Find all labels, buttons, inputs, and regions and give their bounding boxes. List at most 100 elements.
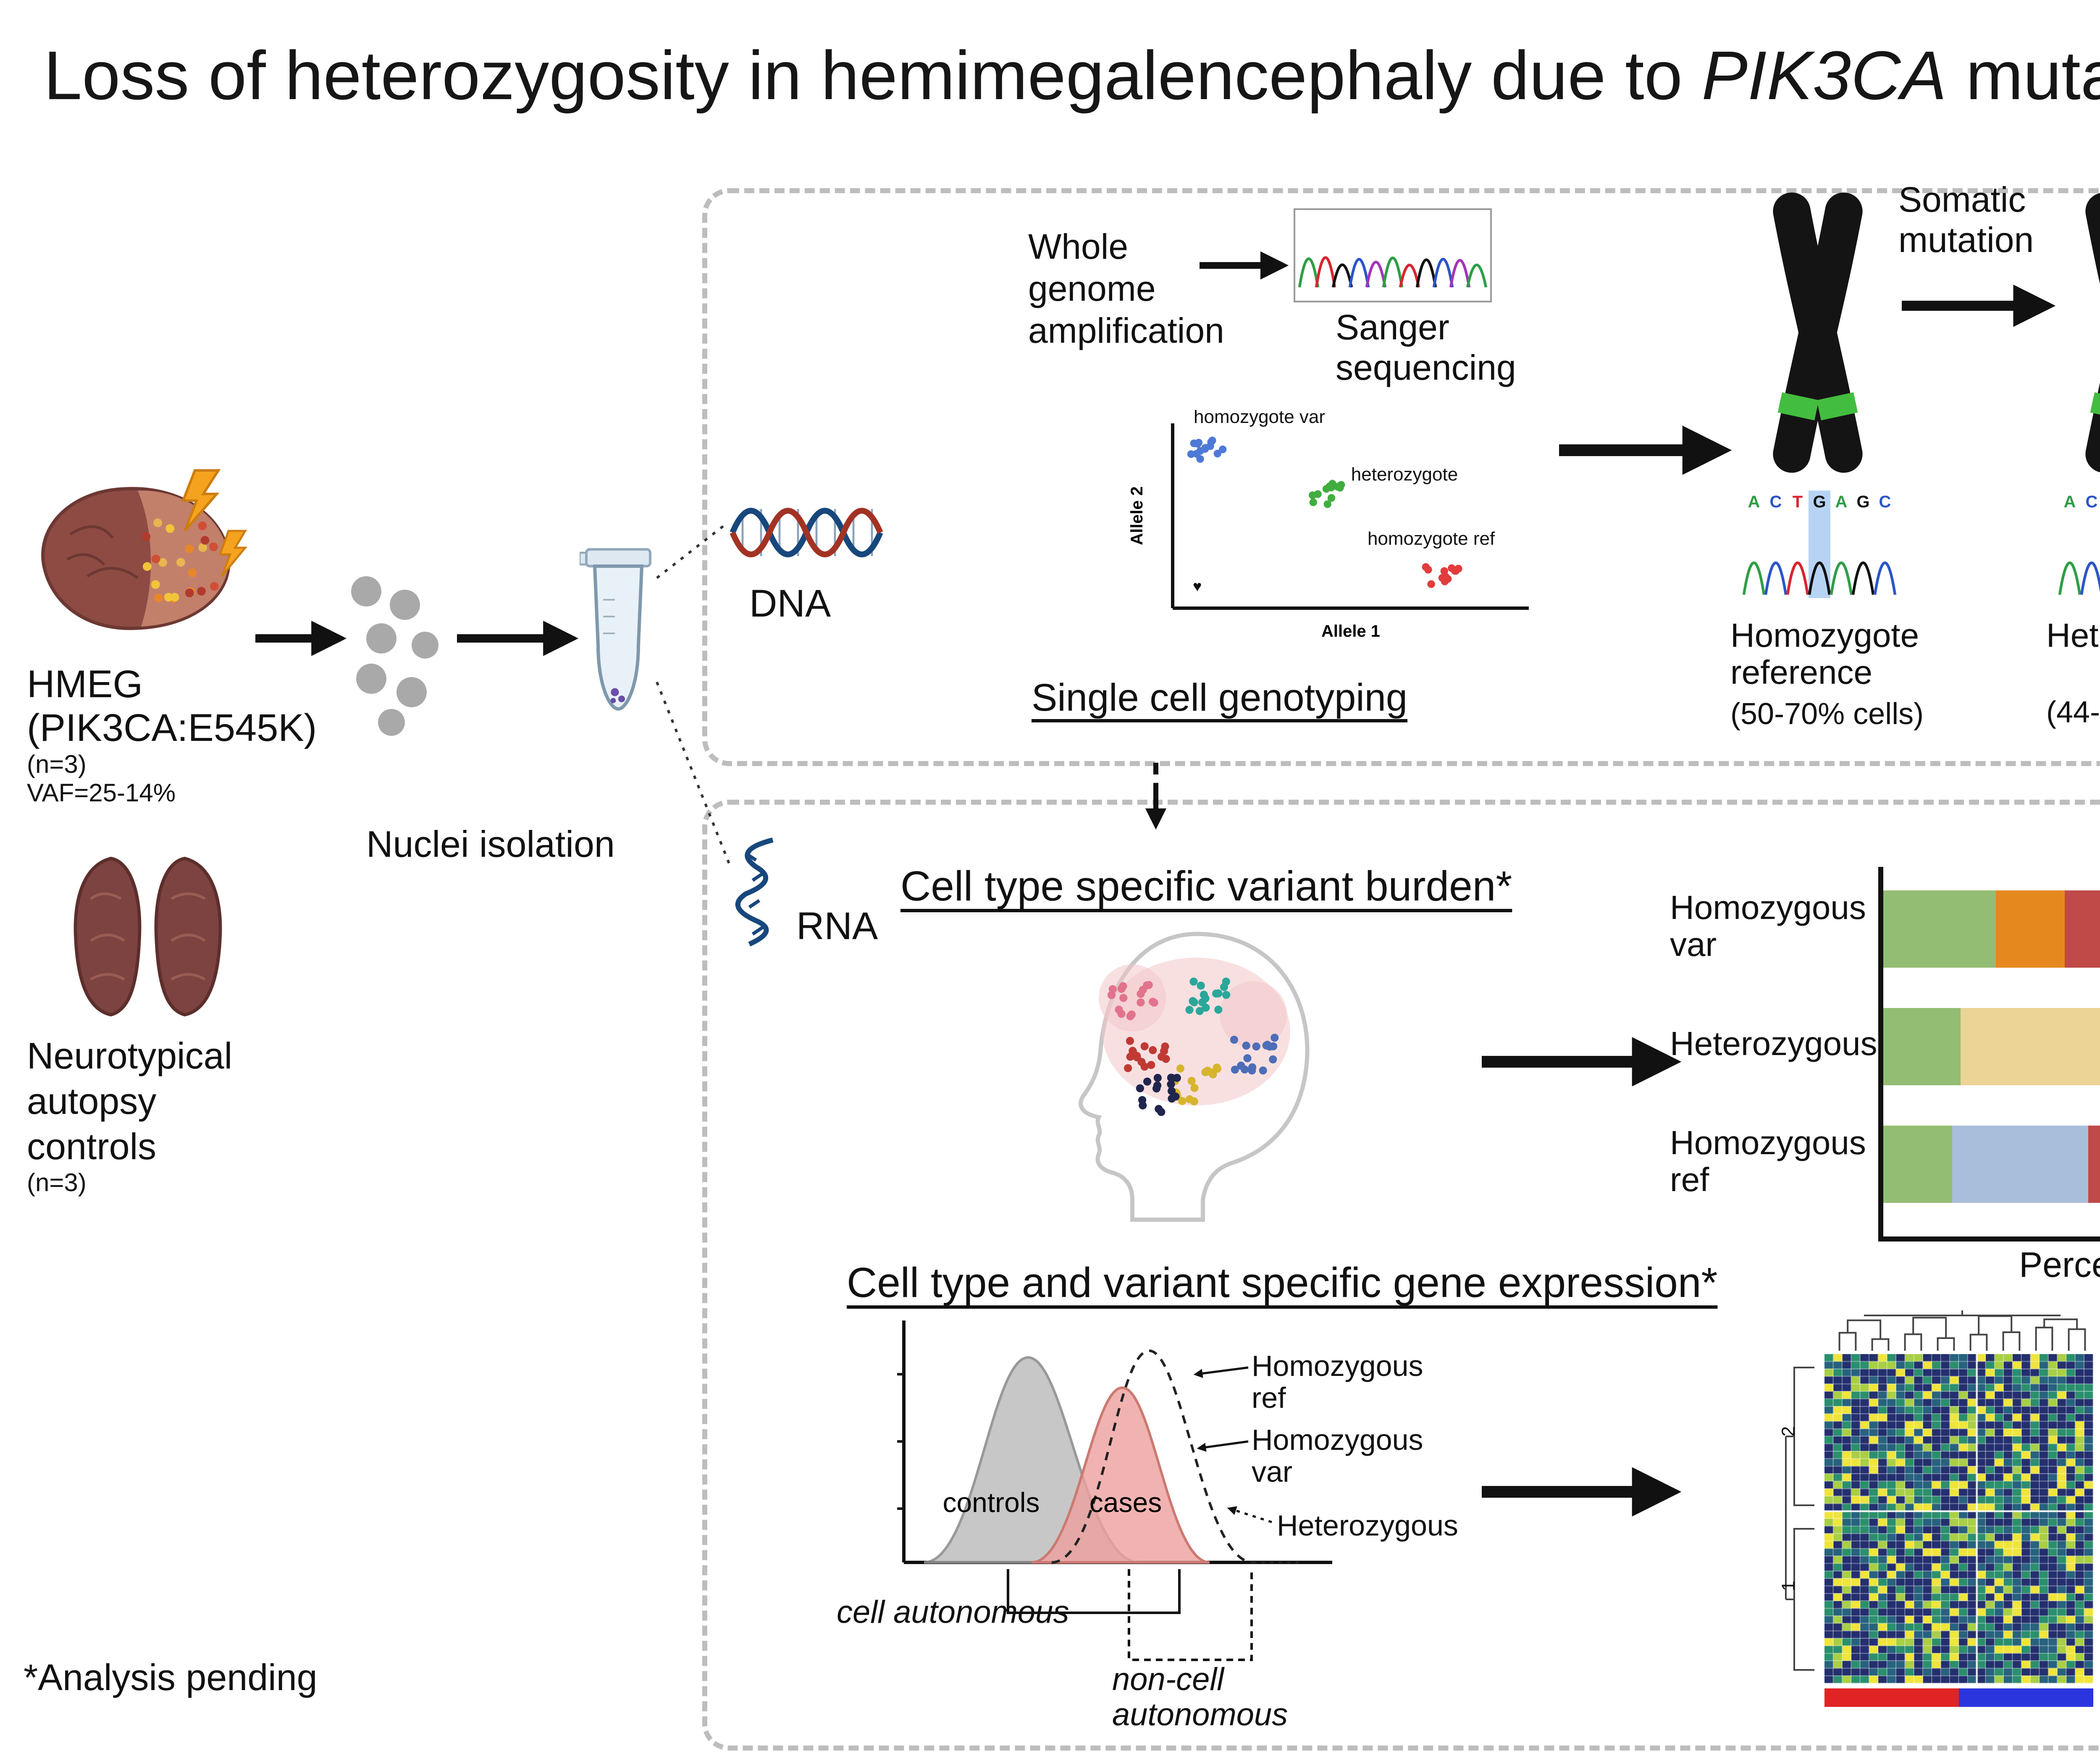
somatic-mutation-label: Somatic mutation bbox=[1898, 181, 2034, 261]
scatter-cluster-label: homozygote ref bbox=[1368, 528, 1495, 549]
cell-cluster bbox=[1107, 981, 1158, 1021]
caption-cells: (44-28% cells) bbox=[2046, 696, 2100, 730]
hmeg-gene: (PIK3CA:E545K) bbox=[27, 706, 317, 750]
bar-segment bbox=[1883, 1126, 1952, 1203]
figure-title: Loss of heterozygosity in hemimegalencep… bbox=[44, 37, 2100, 116]
dna-helix-icon bbox=[730, 508, 883, 557]
scatter-cluster: homozygote ref bbox=[1368, 528, 1495, 588]
chromosome-heterozygote bbox=[2085, 193, 2100, 472]
scatter-points: homozygote var heterozygote homozygote ref… bbox=[1187, 410, 1495, 595]
control-n: (n=3) bbox=[27, 1170, 87, 1199]
cases-density-curve bbox=[1031, 1386, 1210, 1564]
scatter-cluster: homozygote var bbox=[1187, 410, 1325, 463]
bar-category-label: Homozygous var bbox=[1670, 890, 1866, 964]
control-title: Neurotypical autopsy controls bbox=[27, 1035, 233, 1167]
caption-text: Heterozygote bbox=[2046, 618, 2100, 655]
base-letter: A bbox=[2064, 493, 2076, 511]
row-cluster-label-1: 1 bbox=[1779, 1580, 1800, 1591]
expression-density-plot: controls cases bbox=[897, 1320, 1332, 1564]
control-brain-illustration bbox=[74, 856, 222, 1017]
base-letter: T bbox=[1793, 493, 1803, 511]
stacked-bar bbox=[1883, 1008, 2100, 1085]
caption-text: Homozygote reference bbox=[1730, 618, 1919, 693]
percent-axis-label: Percent bbox=[2019, 1247, 2100, 1285]
brain-gyri-lines bbox=[66, 525, 139, 579]
microcentrifuge-tube-icon bbox=[580, 548, 651, 711]
non-cell-autonomous-label: non-cell autonomous bbox=[1112, 1663, 1288, 1735]
brain-affected-half bbox=[138, 490, 229, 627]
base-letter: A bbox=[1835, 493, 1848, 511]
title-prefix: Loss of heterozygosity in hemimegalencep… bbox=[44, 37, 1702, 114]
nuclei-isolation-label: Nuclei isolation bbox=[366, 823, 615, 865]
isolated-nuclei-dots bbox=[351, 576, 438, 736]
lightning-bolt-icon bbox=[181, 469, 221, 532]
base-letter: A bbox=[1748, 493, 1760, 511]
scatter-cluster: heterozygote bbox=[1309, 464, 1458, 508]
stacked-bar bbox=[1883, 1126, 2100, 1203]
sanger-label: Sanger sequencing bbox=[1336, 309, 1516, 388]
bar-category-label: Homozygous ref bbox=[1670, 1126, 1866, 1199]
variant-burden-title: Cell type specific variant burden* bbox=[900, 864, 1512, 911]
chromosome-homozygote-reference bbox=[1773, 192, 1863, 473]
mutation-negative-bar bbox=[1959, 1688, 2093, 1707]
expression-heatmap bbox=[1824, 1354, 2093, 1683]
curve-label-homozygous-var: Homozygous var bbox=[1252, 1423, 1423, 1489]
scatter-cluster-label: homozygote var bbox=[1194, 410, 1325, 427]
base-letter: G bbox=[1856, 493, 1869, 511]
bar-segment bbox=[1952, 1126, 2089, 1203]
rna-label: RNA bbox=[796, 904, 878, 948]
stacked-bar bbox=[1883, 890, 2100, 968]
bar-segment bbox=[2089, 1126, 2100, 1203]
dna-analysis-panel bbox=[702, 188, 2100, 766]
genotype-caption-heterozygote: Heterozygote (44-28% cells) bbox=[2046, 618, 2100, 730]
single-cell-genotyping-title: Single cell genotyping bbox=[1032, 675, 1408, 719]
scatter-extra-marker: ♥ bbox=[1193, 578, 1202, 595]
cell-autonomous-label: cell autonomous bbox=[837, 1596, 1069, 1631]
hmeg-brain-illustration bbox=[41, 469, 248, 630]
mutant-cell-dots bbox=[142, 518, 219, 603]
curve-label-heterozygous: Heterozygous bbox=[1277, 1509, 1458, 1542]
hmeg-vaf: VAF=25-14% bbox=[27, 780, 176, 808]
dna-label: DNA bbox=[749, 581, 831, 625]
control-label-block: Neurotypical autopsy controls (n=3) bbox=[27, 1035, 296, 1201]
base-letter: G bbox=[1813, 493, 1826, 511]
scatter-ylabel: Allele 2 bbox=[1128, 486, 1146, 545]
sanger-trace-icon bbox=[1298, 256, 1488, 288]
sanger-trace-box bbox=[1294, 208, 1492, 302]
base-letter: C bbox=[1770, 493, 1782, 511]
analysis-pending-note: *Analysis pending bbox=[24, 1656, 318, 1698]
column-dendrogram bbox=[1838, 1310, 2086, 1351]
gene-expression-title: Cell type and variant specific gene expr… bbox=[847, 1260, 1718, 1307]
hmeg-title: HMEG bbox=[27, 662, 143, 706]
bar-segment bbox=[1883, 1008, 1960, 1085]
cell-type-cluster-dots bbox=[1107, 977, 1279, 1116]
bar-segment bbox=[1960, 1008, 2100, 1085]
curve-label-homozygous-ref: Homozygous ref bbox=[1252, 1349, 1423, 1415]
rna-analysis-panel bbox=[702, 800, 2100, 1751]
cell-cluster bbox=[1136, 1074, 1181, 1116]
cell-cluster bbox=[1124, 1037, 1170, 1072]
single-cell-genotyping-scatter: Allele 1 Allele 2 homozygote var heterozy… bbox=[1128, 410, 1529, 640]
brain-cell-types-illustration bbox=[1079, 932, 1310, 1222]
bar-segment bbox=[1883, 890, 1996, 968]
row-cluster-label-2: 2 bbox=[1779, 1426, 1800, 1437]
bar-segment bbox=[2064, 890, 2100, 968]
cell-cluster bbox=[1185, 977, 1231, 1015]
row-dendrogram bbox=[1785, 1367, 1814, 1671]
base-letter: C bbox=[1879, 493, 1891, 511]
scatter-xlabel: Allele 1 bbox=[1321, 622, 1380, 640]
bar-category-label: Heterozygous bbox=[1670, 1026, 1877, 1063]
cases-label: cases bbox=[1089, 1487, 1162, 1518]
wga-label: Whole genome amplification bbox=[1028, 228, 1224, 351]
dashed-density-curve bbox=[1051, 1349, 1254, 1564]
controls-label: controls bbox=[942, 1487, 1040, 1518]
title-suffix: mutations bbox=[1966, 37, 2100, 114]
lightning-bolt-icon-small bbox=[218, 530, 248, 577]
genotype-caption-reference: Homozygote reference (50-70% cells) bbox=[1730, 618, 1939, 731]
mutation-positive-bar bbox=[1824, 1688, 1959, 1707]
base-letter: C bbox=[2086, 493, 2098, 511]
